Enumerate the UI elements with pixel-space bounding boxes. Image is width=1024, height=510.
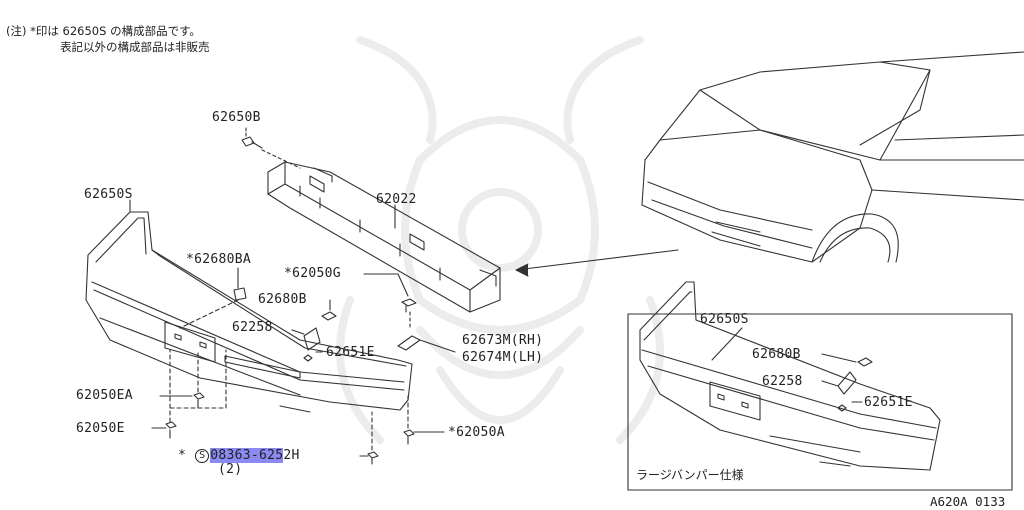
inset-title: ラージバンパー仕様 — [636, 468, 744, 482]
watermark-logo — [336, 36, 664, 444]
clip-62651e — [303, 354, 313, 362]
nut-62050g — [401, 298, 417, 313]
callout-62022[interactable]: 62022 — [376, 192, 417, 207]
callout-62680b[interactable]: 62680B — [258, 292, 307, 307]
part-number-suffix: 2H — [283, 448, 300, 463]
bolt-62650b — [241, 136, 263, 149]
inset-clip-62651e — [837, 404, 847, 412]
leader-62050g — [363, 273, 409, 297]
callout-62258[interactable]: 62258 — [232, 320, 273, 335]
clip-62680ba — [233, 287, 247, 301]
callout-62050g[interactable]: *62050G — [284, 266, 341, 281]
bracket-62258 — [303, 327, 321, 351]
leader-62673m — [419, 339, 456, 353]
inset-callout-62651e[interactable]: 62651E — [864, 395, 913, 410]
car-illustration — [641, 51, 1024, 263]
bolt-62050a — [403, 429, 415, 445]
inset-bumper — [639, 281, 941, 471]
callout-62650s[interactable]: 62650S — [84, 187, 133, 202]
bracket-62673m — [397, 335, 421, 351]
quantity-label: (2) — [218, 462, 243, 477]
note-line-2: 表記以外の構成部品は非販売 — [60, 40, 210, 54]
bolt-08363-6252h — [367, 451, 379, 465]
callout-62651e[interactable]: 62651E — [326, 345, 375, 360]
standard-part-icon: S — [195, 448, 210, 463]
inset-bracket-62258 — [837, 371, 857, 395]
callout-62650b[interactable]: 62650B — [212, 110, 261, 125]
callout-62050e[interactable]: 62050E — [76, 421, 125, 436]
inset-frame — [627, 313, 1013, 491]
figure-code: A620A 0133 — [930, 494, 1006, 509]
reference-arrow — [515, 249, 679, 271]
asterisk-mark: * — [178, 448, 187, 463]
bolt-62050e — [165, 421, 177, 439]
callout-62050ea[interactable]: 62050EA — [76, 388, 133, 403]
reinforcement-bar-62022 — [267, 161, 501, 313]
callout-62674m[interactable]: 62674M(LH) — [462, 350, 544, 365]
note-line-1: (注) *印は 62650S の構成部品です。 — [6, 24, 201, 38]
inset-callout-62258[interactable]: 62258 — [762, 374, 803, 389]
inset-callout-62650s[interactable]: 62650S — [700, 312, 749, 327]
callout-62680ba[interactable]: *62680BA — [186, 252, 252, 267]
leader-62258 — [291, 329, 305, 335]
inset-callout-62680b[interactable]: 62680B — [752, 347, 801, 362]
inset-retainer-62680b — [857, 357, 873, 367]
bumper-cover-62650s — [85, 211, 413, 413]
callout-62673m[interactable]: 62673M(RH) — [462, 333, 544, 348]
bolt-62050ea — [193, 392, 205, 409]
callout-62050a[interactable]: *62050A — [448, 425, 505, 440]
highlighted-part-number: 08363-625 — [210, 448, 284, 463]
leader-62650b-to-bar — [261, 149, 301, 169]
retainer-62680b — [321, 311, 337, 321]
